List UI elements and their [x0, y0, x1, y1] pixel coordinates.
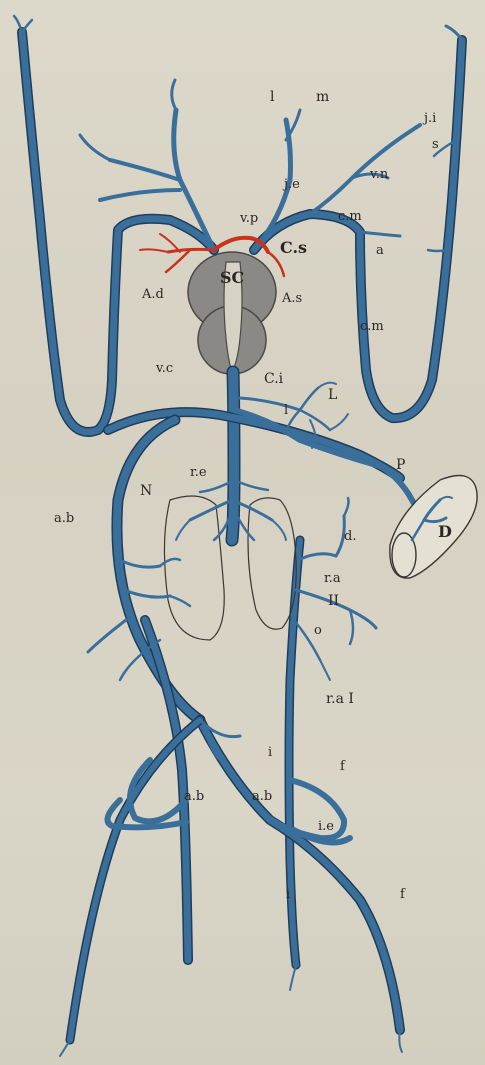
label-sc: SC — [220, 270, 244, 286]
right-body-branches — [289, 498, 376, 680]
label-ab-center-2: a.b — [252, 790, 272, 803]
label-ji: j.i — [424, 112, 436, 125]
label-vc: v.c — [156, 362, 173, 375]
label-as: A.s — [282, 292, 302, 305]
label-D: D — [438, 524, 452, 540]
label-cm-top: c.m — [338, 210, 362, 223]
label-P: P — [396, 458, 405, 472]
label-cs: C.s — [280, 240, 307, 256]
label-II: II — [328, 594, 339, 608]
label-N: N — [140, 484, 152, 498]
left-body-branches — [88, 559, 240, 760]
label-l: l — [270, 90, 274, 104]
label-o: o — [314, 624, 322, 637]
label-L: L — [328, 388, 337, 402]
label-m: m — [316, 90, 329, 104]
label-f-mid: f — [340, 760, 345, 773]
label-i-low: i — [286, 888, 290, 901]
label-s: s — [432, 138, 439, 151]
label-je: j.e — [284, 178, 300, 191]
label-cm-side: c.m — [360, 320, 384, 333]
label-ra-lower: r.a I — [326, 692, 354, 706]
label-ab-center-1: a.b — [184, 790, 204, 803]
label-vp: v.p — [240, 212, 258, 225]
label-ci: C.i — [264, 372, 283, 386]
right-upper-branch — [310, 125, 420, 214]
label-i-mid: i — [268, 746, 272, 759]
label-f-low: f — [400, 888, 405, 901]
label-ad: A.d — [142, 288, 164, 301]
label-re: r.e — [190, 466, 207, 479]
label-one: l — [284, 404, 288, 417]
right-kidney — [248, 498, 296, 629]
label-ra-upper: r.a — [324, 572, 341, 585]
label-ab-left: a.b — [54, 512, 74, 525]
label-a: a — [376, 244, 384, 257]
label-vn: v.n — [370, 168, 388, 181]
label-ie: i.e — [318, 820, 334, 833]
label-d: d. — [344, 530, 356, 543]
